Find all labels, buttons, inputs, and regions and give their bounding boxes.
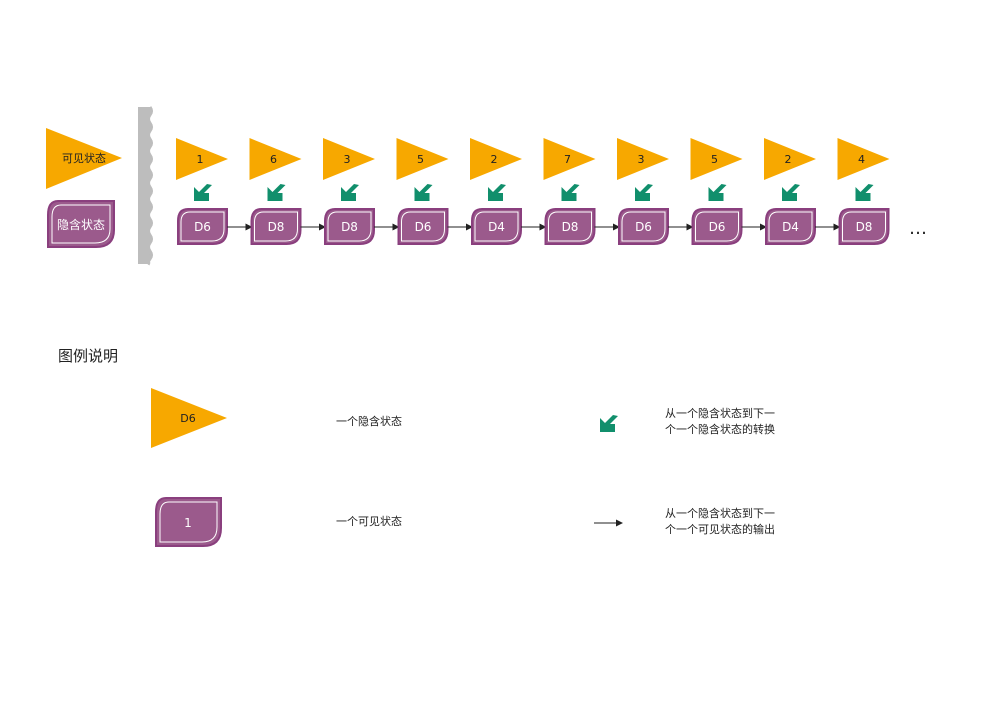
hidden-state-label: D6 <box>635 220 652 234</box>
hidden-state-box <box>765 208 816 245</box>
hidden-state-label: D6 <box>415 220 432 234</box>
visible-state-label: 2 <box>785 153 792 166</box>
separator-bar <box>138 107 150 264</box>
transition-arrow-icon <box>488 184 506 201</box>
transition-arrow-icon <box>341 184 359 201</box>
hidden-state-header: 隐含状态 <box>47 200 115 248</box>
legend-shape-desc: 一个可见状态 <box>336 515 402 528</box>
transition-arrow-icon <box>561 184 580 201</box>
legend-triangle: D6 <box>151 388 227 448</box>
visible-state-label: 2 <box>491 153 498 166</box>
visible-state-triangle <box>764 138 816 180</box>
legend-output-desc-line2: 个一个可见状态的输出 <box>665 523 775 536</box>
visible-state-triangle <box>470 138 522 180</box>
visible-state-label: 1 <box>197 153 204 166</box>
transition-arrow-icon <box>414 184 433 201</box>
hidden-state-box <box>544 208 596 245</box>
hidden-state-label: D8 <box>341 220 358 234</box>
legend-triangle-sample: D6 <box>180 412 195 425</box>
hidden-state-box <box>691 208 743 245</box>
transition-arrow-icon <box>708 184 727 201</box>
hidden-state-label: D6 <box>194 220 211 234</box>
visible-state-label: 4 <box>858 153 865 166</box>
hidden-state-box <box>324 208 375 245</box>
legend-transition-desc-line2: 个一个隐含状态的转换 <box>665 423 775 436</box>
hidden-state-label: D8 <box>856 220 873 234</box>
visible-state-triangle <box>543 138 596 180</box>
visible-state-label: 5 <box>417 153 424 166</box>
hidden-state-label: D8 <box>562 220 579 234</box>
visible-state-label: 7 <box>564 153 571 166</box>
visible-state-triangle <box>617 138 669 180</box>
transition-arrow-icon <box>635 184 653 201</box>
hidden-state-box <box>471 208 522 245</box>
hidden-state-label: D4 <box>488 220 505 234</box>
visible-state-triangle <box>837 138 890 180</box>
legend-title: 图例说明 <box>58 347 119 365</box>
hidden-state-box <box>838 208 890 245</box>
legend-transition-desc: 从一个隐含状态到下一 个一个隐含状态的转换 <box>665 406 775 438</box>
visible-state-label: 3 <box>344 153 351 166</box>
visible-state-label: 6 <box>270 153 277 166</box>
hidden-state-label: D6 <box>709 220 726 234</box>
legend-transition-icon <box>600 415 618 432</box>
visible-state-triangle <box>249 138 302 180</box>
visible-state-header-label: 可见状态 <box>62 151 106 165</box>
legend-hidden-shape: 1 <box>155 497 222 547</box>
legend-output-desc-line1: 从一个隐含状态到下一 <box>665 507 775 520</box>
visible-state-label: 5 <box>711 153 718 166</box>
separator-wave <box>147 106 153 266</box>
legend-transition-desc-line1: 从一个隐含状态到下一 <box>665 407 775 420</box>
transition-arrow-icon <box>267 184 286 201</box>
visible-state-triangle <box>176 138 228 180</box>
visible-state-triangle <box>690 138 743 180</box>
transition-arrow-icon <box>194 184 212 201</box>
visible-state-header: 可见状态 <box>46 128 122 189</box>
visible-state-triangle <box>323 138 375 180</box>
legend-shape-sample: 1 <box>184 516 192 530</box>
legend-output-desc: 从一个隐含状态到下一 个一个可见状态的输出 <box>665 506 775 538</box>
visible-state-label: 3 <box>638 153 645 166</box>
hidden-state-box <box>397 208 449 245</box>
transition-arrow-icon <box>782 184 800 201</box>
hidden-state-box <box>177 208 228 245</box>
hidden-state-label: D4 <box>782 220 799 234</box>
hidden-state-box <box>250 208 302 245</box>
state-sequence: 1D6 6D8 3D8 5D6 2D4 7D8 3D6 5D6 2D4 4D8 <box>176 138 890 245</box>
hidden-state-header-label: 隐含状态 <box>57 217 105 232</box>
hidden-state-label: D8 <box>268 220 285 234</box>
visible-state-triangle <box>396 138 449 180</box>
hidden-state-box <box>618 208 669 245</box>
transition-arrow-icon <box>855 184 874 201</box>
legend-triangle-desc: 一个隐含状态 <box>336 415 402 428</box>
sequence-ellipsis: … <box>909 218 927 239</box>
